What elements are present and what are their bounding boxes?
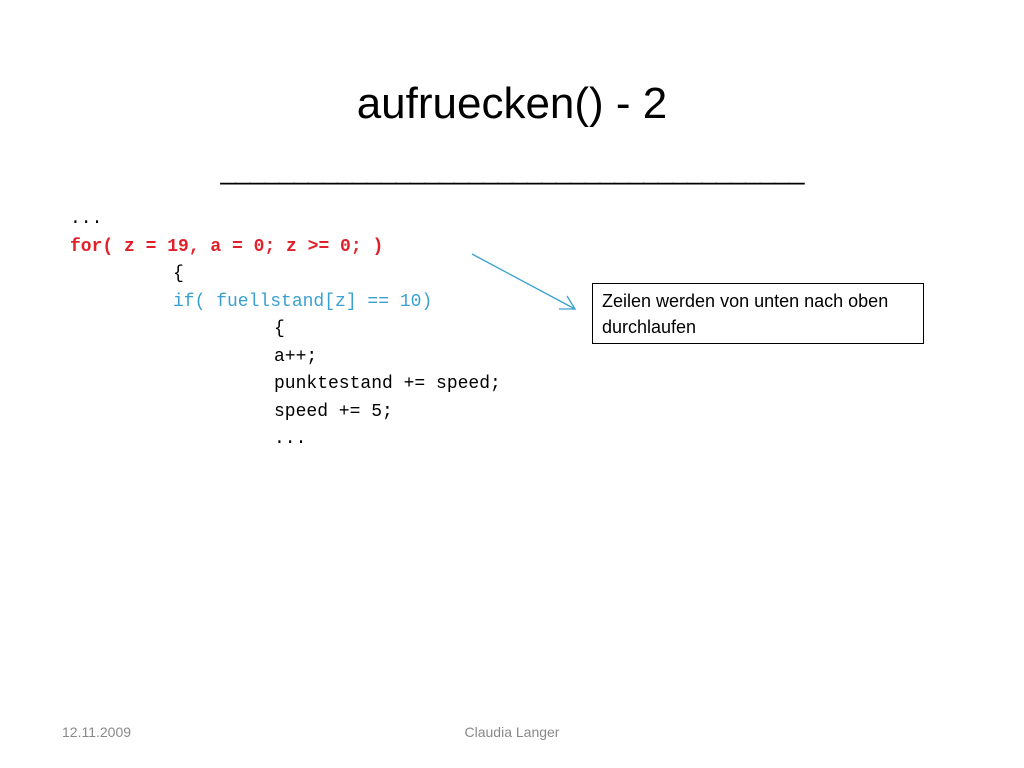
- title-underline: ________________________________________: [220, 154, 805, 185]
- callout-box: Zeilen werden von unten nach oben durchl…: [592, 283, 924, 344]
- code-line-ellipsis-bottom: ...: [274, 429, 307, 449]
- slide-title: aufruecken() - 2: [356, 79, 668, 128]
- code-line-open-brace-outer: {: [173, 264, 184, 284]
- code-line-ellipsis-top: ...: [70, 209, 103, 229]
- code-line-increment-a: a++;: [274, 346, 318, 367]
- arrow-head: [559, 295, 577, 310]
- footer-author: Claudia Langer: [464, 724, 560, 740]
- code-line-punktestand: punktestand += speed;: [274, 374, 501, 394]
- code-line-open-brace-inner: {: [274, 319, 285, 339]
- code-line-if-statement: if( fuellstand[z] == 10): [173, 291, 433, 312]
- code-block: ... for( z = 19, a = 0; z >= 0; ) { if( …: [70, 206, 501, 454]
- code-line-for-loop: for( z = 19, a = 0; z >= 0; ): [70, 236, 384, 257]
- code-line-speed: speed += 5;: [274, 401, 393, 422]
- footer-date: 12.11.2009: [62, 724, 132, 740]
